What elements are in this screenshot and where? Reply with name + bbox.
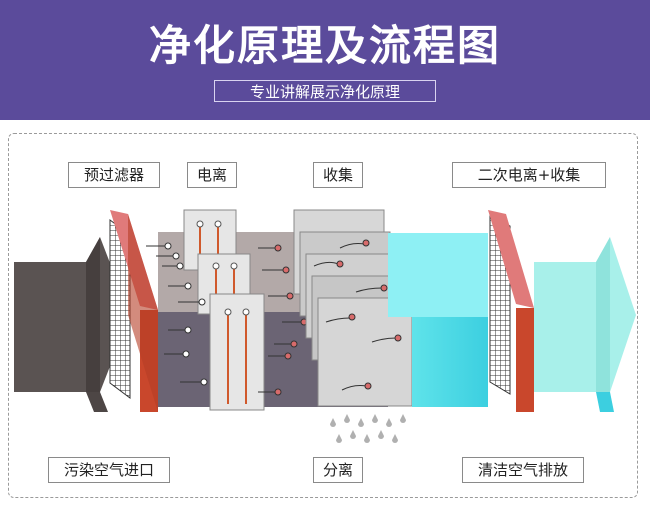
label-collection: 收集 (313, 162, 363, 188)
label-outlet: 清洁空气排放 (462, 457, 584, 483)
page-title: 净化原理及流程图 (148, 21, 501, 70)
collected-particles (313, 239, 402, 391)
label-inlet: 污染空气进口 (48, 457, 170, 483)
header-banner (0, 0, 650, 120)
label-separation: 分离 (313, 457, 363, 483)
label-secondary: 二次电离+收集 (452, 162, 606, 188)
collection-plates (293, 209, 413, 407)
label-ionization: 电离 (187, 162, 237, 188)
ion-particles (146, 242, 308, 396)
prefilter-panel (109, 210, 158, 412)
secondary-mesh-panel (488, 210, 534, 412)
outlet-duct (534, 237, 636, 412)
inlet-duct (14, 237, 130, 412)
page-subtitle: 专业讲解展示净化原理 (214, 80, 436, 102)
ionization-plates (183, 209, 265, 411)
label-prefilter: 预过滤器 (68, 162, 160, 188)
diagram-frame (8, 133, 638, 498)
separation-droplets (330, 414, 406, 443)
clean-air-chamber (388, 233, 488, 407)
